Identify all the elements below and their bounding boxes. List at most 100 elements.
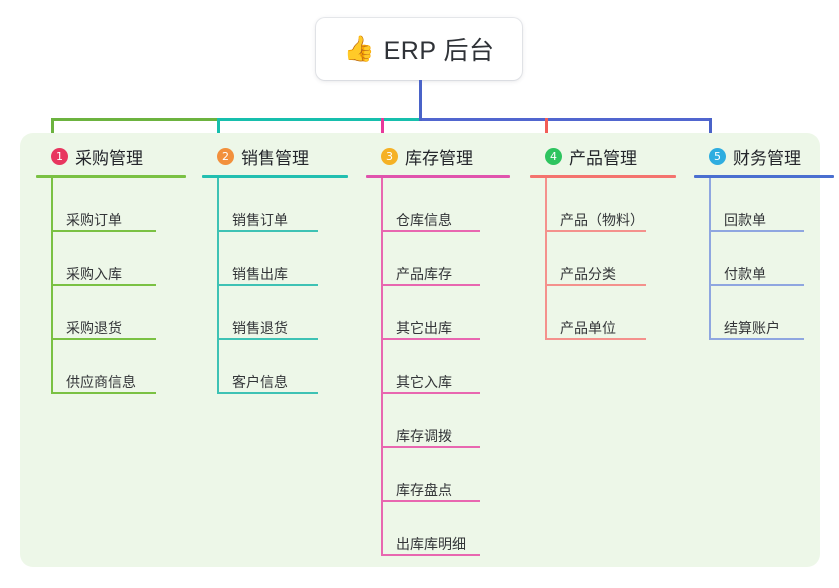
branch-child-underline [381, 284, 480, 286]
branch-child-label: 仓库信息 [396, 211, 452, 228]
branch-header-销售管理[interactable]: 2 销售管理 [202, 143, 348, 170]
branch-child-label: 产品（物料） [560, 211, 644, 228]
branch-child-underline [709, 284, 804, 286]
branch-child-item[interactable]: 销售退货 [217, 286, 348, 340]
branch-child-item[interactable]: 采购入库 [51, 232, 186, 286]
branch-child-item[interactable]: 库存调拨 [381, 394, 510, 448]
branch-column-2: 2 销售管理销售订单销售出库销售退货客户信息 [202, 143, 348, 394]
branch-child-label: 其它出库 [396, 319, 452, 336]
branch-header-产品管理[interactable]: 4 产品管理 [530, 143, 676, 170]
branch-child-underline [217, 284, 318, 286]
branch-header-库存管理[interactable]: 3 库存管理 [366, 143, 510, 170]
branch-drop-line-4 [545, 118, 548, 145]
branch-child-underline [51, 230, 156, 232]
connector-segment-3 [419, 118, 712, 121]
branch-underline [36, 175, 186, 178]
branch-drop-line-3 [381, 118, 384, 145]
branch-child-underline [381, 392, 480, 394]
branch-child-label: 结算账户 [724, 319, 780, 336]
branch-title: 财务管理 [733, 149, 801, 168]
branch-title: 库存管理 [405, 149, 473, 168]
branch-child-underline [545, 338, 646, 340]
branch-child-item[interactable]: 其它入库 [381, 340, 510, 394]
branch-child-label: 其它入库 [396, 373, 452, 390]
branch-column-3: 3 库存管理仓库信息产品库存其它出库其它入库库存调拨库存盘点出库库明细 [366, 143, 510, 556]
branch-child-item[interactable]: 产品（物料） [545, 178, 676, 232]
root-drop-line [419, 80, 422, 121]
branch-children: 销售订单销售出库销售退货客户信息 [202, 178, 348, 394]
branch-child-underline [51, 284, 156, 286]
branch-underline [694, 175, 834, 178]
branch-child-underline [545, 284, 646, 286]
branch-child-underline [217, 338, 318, 340]
branch-child-label: 付款单 [724, 265, 766, 282]
branch-child-underline [545, 230, 646, 232]
branch-title: 销售管理 [241, 149, 309, 168]
branch-child-item[interactable]: 客户信息 [217, 340, 348, 394]
branch-child-underline [51, 338, 156, 340]
branch-child-underline [51, 392, 156, 394]
branch-underline [202, 175, 348, 178]
branch-child-underline [381, 338, 480, 340]
branch-number-badge: 1 [51, 148, 68, 165]
branch-child-item[interactable]: 出库库明细 [381, 502, 510, 556]
branch-child-label: 库存盘点 [396, 481, 452, 498]
branch-child-item[interactable]: 销售出库 [217, 232, 348, 286]
branch-child-item[interactable]: 采购退货 [51, 286, 186, 340]
branch-spine [51, 178, 53, 394]
root-node-label: ERP 后台 [383, 37, 495, 65]
branch-children: 回款单付款单结算账户 [694, 178, 834, 340]
branch-child-item[interactable]: 结算账户 [709, 286, 834, 340]
branch-number-badge: 2 [217, 148, 234, 165]
branch-child-underline [217, 230, 318, 232]
branch-child-item[interactable]: 供应商信息 [51, 340, 186, 394]
branch-child-item[interactable]: 回款单 [709, 178, 834, 232]
branch-child-item[interactable]: 产品分类 [545, 232, 676, 286]
branch-header-财务管理[interactable]: 5 财务管理 [694, 143, 834, 170]
branch-child-item[interactable]: 销售订单 [217, 178, 348, 232]
branch-children: 仓库信息产品库存其它出库其它入库库存调拨库存盘点出库库明细 [366, 178, 510, 556]
branch-underline [366, 175, 510, 178]
branch-spine [381, 178, 383, 556]
branch-child-label: 销售订单 [232, 211, 288, 228]
branch-number-badge: 5 [709, 148, 726, 165]
branch-child-label: 客户信息 [232, 373, 288, 390]
branch-spine [217, 178, 219, 394]
branch-child-label: 库存调拨 [396, 427, 452, 444]
connector-segment-1 [51, 118, 220, 121]
branch-child-item[interactable]: 其它出库 [381, 286, 510, 340]
branch-drop-line-2 [217, 118, 220, 145]
branch-number-badge: 3 [381, 148, 398, 165]
branch-children: 产品（物料） 产品分类产品单位 [530, 178, 676, 340]
branch-child-item[interactable]: 产品库存 [381, 232, 510, 286]
branch-child-underline [217, 392, 318, 394]
root-node[interactable]: 👍 ERP 后台 [316, 18, 522, 80]
branch-number-badge: 4 [545, 148, 562, 165]
branch-child-item[interactable]: 付款单 [709, 232, 834, 286]
branch-child-label: 采购退货 [66, 319, 122, 336]
connector-segment-2 [217, 118, 422, 121]
branch-child-label: 供应商信息 [66, 373, 136, 390]
branch-child-item[interactable]: 仓库信息 [381, 178, 510, 232]
branch-child-underline [709, 230, 804, 232]
branch-child-label: 产品库存 [396, 265, 452, 282]
branch-child-item[interactable]: 产品单位 [545, 286, 676, 340]
branch-child-label: 出库库明细 [396, 535, 466, 552]
branch-column-5: 5 财务管理回款单付款单结算账户 [694, 143, 834, 340]
branch-drop-line-1 [51, 118, 54, 145]
branch-title: 产品管理 [569, 149, 637, 168]
branch-children: 采购订单采购入库采购退货供应商信息 [36, 178, 186, 394]
thumbs-up-icon: 👍 [343, 34, 375, 63]
branch-underline [530, 175, 676, 178]
branch-column-4: 4 产品管理产品（物料） 产品分类产品单位 [530, 143, 676, 340]
branch-child-item[interactable]: 库存盘点 [381, 448, 510, 502]
branches-panel [20, 133, 820, 567]
branch-child-underline [709, 338, 804, 340]
branch-child-item[interactable]: 采购订单 [51, 178, 186, 232]
branch-child-underline [381, 500, 480, 502]
branch-child-label: 产品分类 [560, 265, 616, 282]
branch-child-underline [381, 446, 480, 448]
